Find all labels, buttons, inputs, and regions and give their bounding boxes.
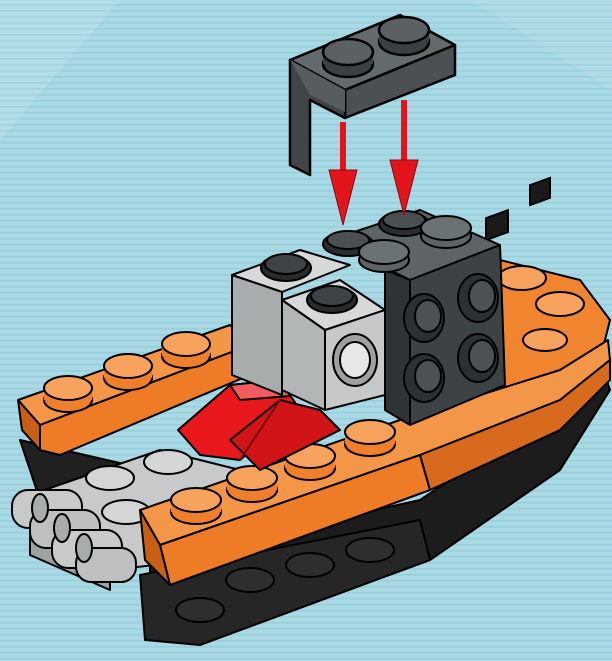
technic-hole [333,334,377,386]
